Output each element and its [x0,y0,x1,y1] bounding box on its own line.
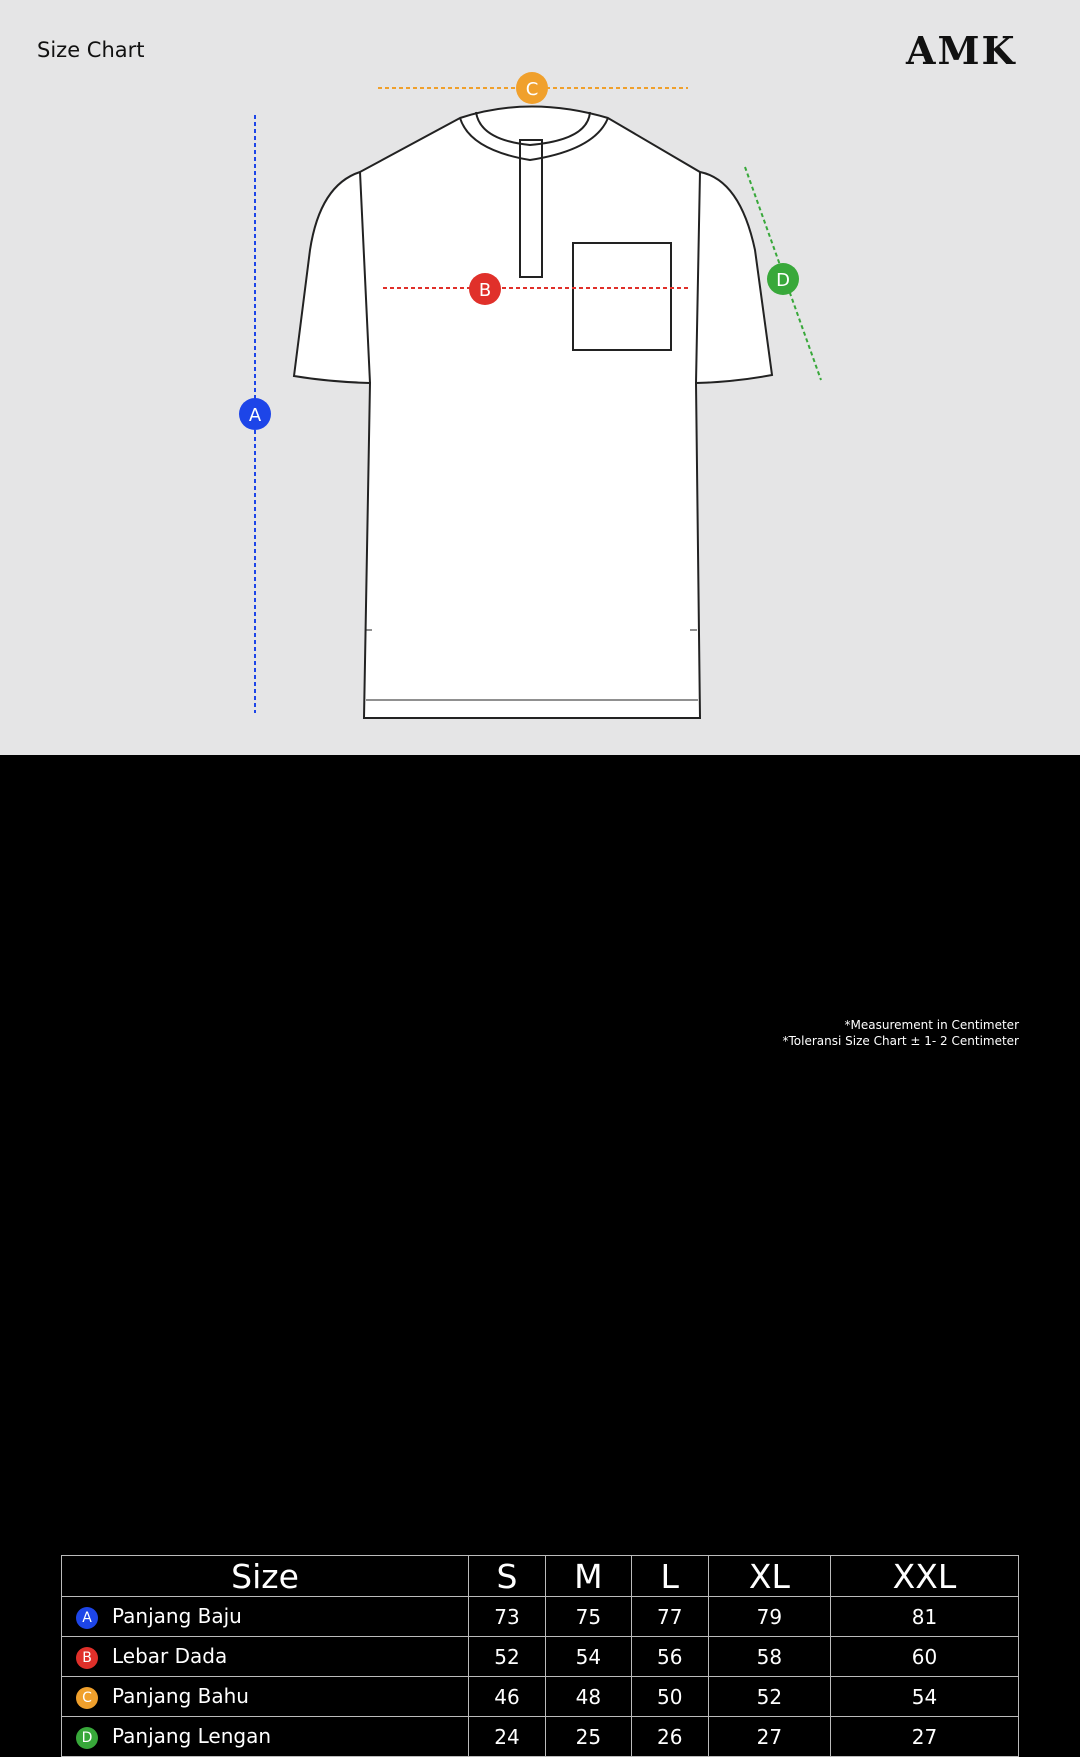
cell: 54 [829,1676,1020,1717]
cell: 79 [707,1596,831,1637]
header-s: S [468,1555,546,1597]
marker-d [767,263,799,295]
cell: 27 [829,1716,1020,1757]
cell: 73 [468,1596,546,1637]
cell: 81 [829,1596,1020,1637]
header-m: M [544,1555,632,1597]
cell: 60 [829,1636,1020,1677]
diagram-area: Size Chart AMK A B C D [0,0,1080,755]
note-measurement: *Measurement in Centimeter [844,1018,1019,1032]
footnotes: *Measurement in Centimeter *Toleransi Si… [783,1017,1019,1049]
page-title: Size Chart [37,38,145,62]
cell: 24 [468,1716,546,1757]
cell: 25 [544,1716,632,1757]
cell: 77 [630,1596,709,1637]
marker-a-badge: A [76,1606,98,1629]
marker-d-label: D [776,270,790,291]
cell: 75 [544,1596,632,1637]
header-xl: XL [707,1555,831,1597]
marker-b-label: B [479,280,491,301]
row-label: Lebar Dada [112,1644,228,1669]
brand-logo: AMK [906,28,1017,73]
row-label: Panjang Baju [112,1604,242,1629]
cell: 50 [630,1676,709,1717]
cell: 26 [630,1716,709,1757]
cell: 46 [468,1676,546,1717]
row-label: Panjang Bahu [112,1684,249,1709]
cell: 58 [707,1636,831,1677]
marker-c [516,72,548,104]
marker-c-label: C [526,79,539,100]
header-l: L [630,1555,709,1597]
cell: 52 [468,1636,546,1677]
marker-d-badge: D [76,1726,98,1749]
marker-a-label: A [249,405,262,426]
shirt-outline [292,105,774,719]
shirt-diagram: A B C D [239,72,822,719]
marker-c-badge: C [76,1686,98,1709]
cell: 48 [544,1676,632,1717]
marker-b [469,273,501,305]
cell: 52 [707,1676,831,1717]
table-header: Size S M L XL XXL [61,1555,1020,1597]
header-xxl: XXL [829,1555,1020,1597]
marker-a [239,398,271,430]
cell: 54 [544,1636,632,1677]
note-tolerance: *Toleransi Size Chart ± 1- 2 Centimeter [782,1034,1019,1048]
cell: 56 [630,1636,709,1677]
cell: 27 [707,1716,831,1757]
header-size: Size [61,1555,469,1597]
marker-b-badge: B [76,1646,98,1669]
row-label: Panjang Lengan [112,1724,272,1749]
